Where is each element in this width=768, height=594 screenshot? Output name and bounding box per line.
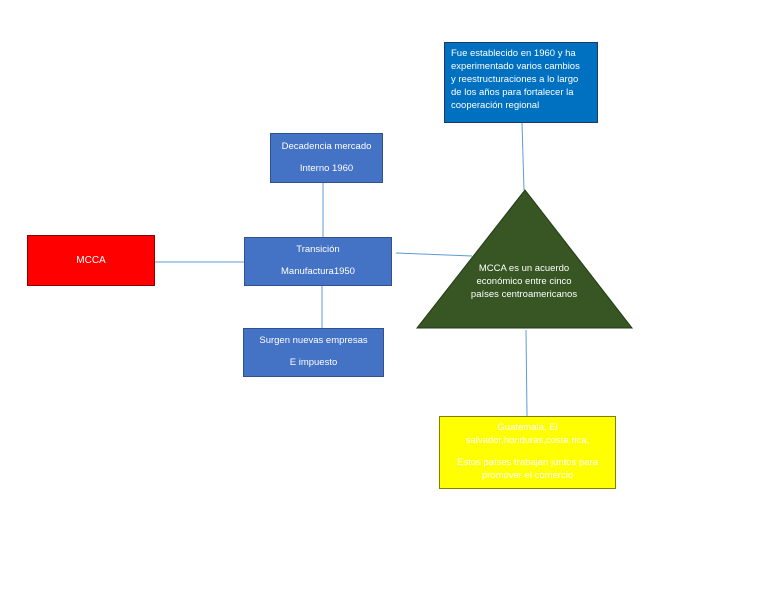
node-transicion-line: Transición xyxy=(296,244,340,256)
node-fue-line: experimentado varios cambios xyxy=(451,61,580,73)
triangle-text-line: cinco países xyxy=(470,276,572,301)
node-paises-line: salvador,honduras,costa rica, xyxy=(465,435,590,447)
node-surgen-line: Surgen nuevas empresas xyxy=(259,335,368,347)
connector-fue-triangulo xyxy=(521,122,525,191)
node-paises-line: promover el comercio xyxy=(481,469,574,481)
triangle-text-line: económico entre xyxy=(476,276,547,288)
node-decadencia-line: Interno 1960 xyxy=(299,162,354,174)
triangle-text-line: MCCA es un acuerdo xyxy=(478,263,570,274)
node-fue-establecido[interactable]: Fue establecido en 1960 y ha experimenta… xyxy=(444,42,598,123)
triangle-text: MCCA es un acuerdo económico entre cinco… xyxy=(462,262,586,301)
triangle-shape xyxy=(415,189,634,329)
node-fue-line: cooperación regional xyxy=(451,100,540,112)
connector-transicion-triangulo xyxy=(395,252,473,257)
node-paises[interactable]: Guatemala, El salvador,honduras,costa ri… xyxy=(439,416,616,489)
node-fue-line: y reestructuraciones a lo largo xyxy=(451,74,579,86)
node-paises-line: Estos países trabajan juntos para xyxy=(456,457,598,468)
node-paises-line: Guatemala, El xyxy=(497,422,558,434)
connector-triangulo-paises xyxy=(525,329,528,417)
triangle-text-line: centroamericanos xyxy=(501,289,578,301)
node-surgen-empresas[interactable]: Surgen nuevas empresas E impuesto xyxy=(243,328,384,377)
node-fue-line: Fue establecido en 1960 y ha xyxy=(451,48,576,59)
node-transicion[interactable]: Transición Manufactura1950 xyxy=(244,237,392,286)
node-fue-line: de los años para fortalecer la xyxy=(451,87,574,99)
node-mcca[interactable]: MCCA xyxy=(27,235,155,286)
node-decadencia-line: Decadencia mercado xyxy=(281,140,372,152)
node-transicion-line: Manufactura1950 xyxy=(281,266,355,277)
node-decadencia-mercado[interactable]: Decadencia mercado Interno 1960 xyxy=(270,133,383,183)
node-mcca-label: MCCA xyxy=(76,254,106,266)
node-surgen-line: E impuesto xyxy=(289,357,338,368)
